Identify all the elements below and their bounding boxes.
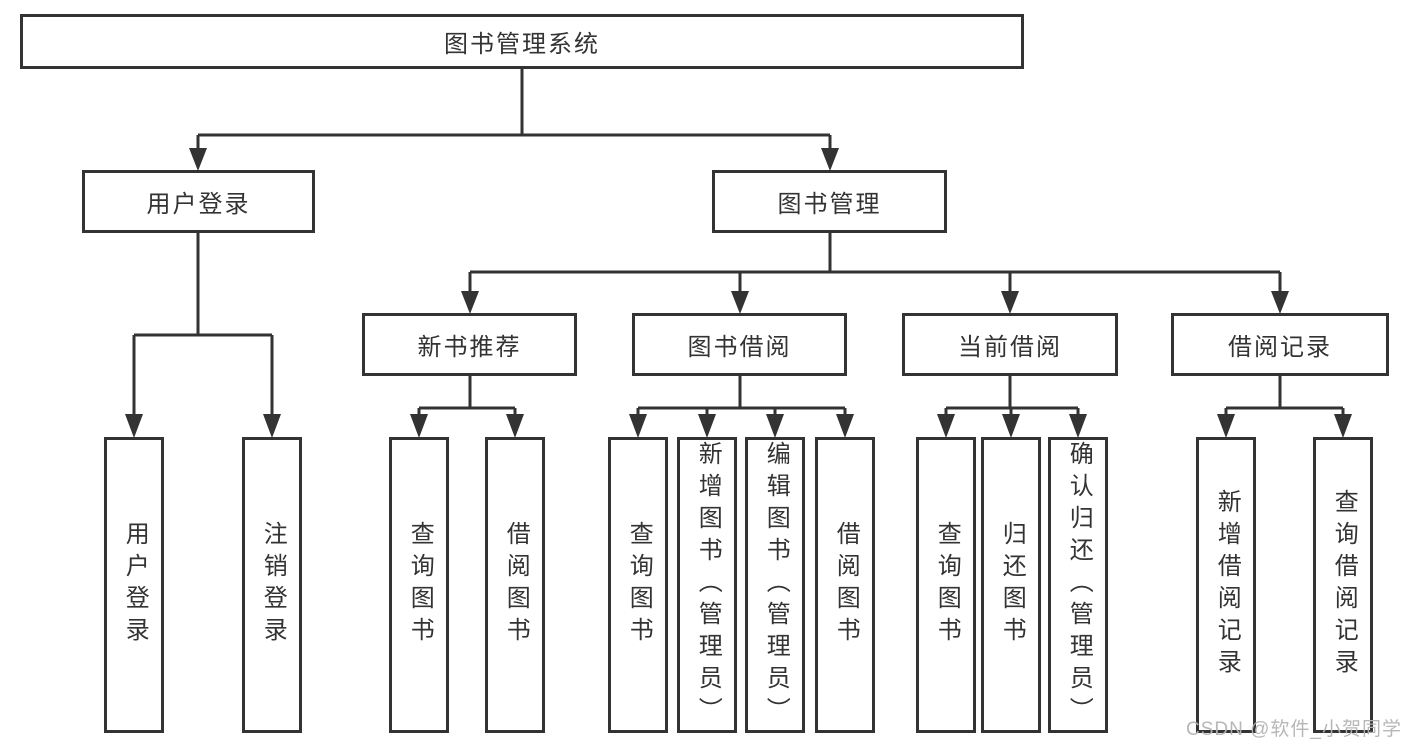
arrowhead-icons bbox=[125, 148, 1352, 438]
leaf-label: 用户登录 bbox=[121, 521, 149, 649]
node-book-management: 图书管理 bbox=[712, 170, 947, 233]
leaf-borrowing-borrow-books: 借阅图书 bbox=[815, 437, 875, 733]
leaf-label: 查询借阅记录 bbox=[1330, 489, 1358, 681]
leaf-label: 新增借阅记录 bbox=[1213, 489, 1241, 681]
node-new-book-recommend: 新书推荐 bbox=[362, 313, 577, 376]
node-user-login-branch: 用户登录 bbox=[82, 170, 315, 233]
leaf-user-login: 用户登录 bbox=[104, 437, 164, 733]
leaf-records-query-borrow-record: 查询借阅记录 bbox=[1313, 437, 1373, 733]
watermark: CSDN @软件_小贺同学 bbox=[1186, 719, 1402, 740]
node-root: 图书管理系统 bbox=[20, 14, 1024, 69]
leaf-current-return-books: 归还图书 bbox=[981, 437, 1041, 733]
leaf-label: 注销登录 bbox=[259, 521, 287, 649]
leaf-borrowing-add-books-admin: 新增图书（管理员） bbox=[677, 437, 737, 733]
leaf-current-confirm-return-admin: 确认归还（管理员） bbox=[1048, 437, 1108, 733]
leaf-logout: 注销登录 bbox=[242, 437, 302, 733]
leaf-label: 查询图书 bbox=[625, 521, 653, 649]
leaf-label: 查询图书 bbox=[933, 521, 961, 649]
leaf-label: 查询图书 bbox=[406, 521, 434, 649]
leaf-label: 编辑图书（管理员） bbox=[762, 441, 790, 729]
leaf-borrowing-query-books: 查询图书 bbox=[608, 437, 668, 733]
leaf-label: 归还图书 bbox=[998, 521, 1026, 649]
node-book-borrowing: 图书借阅 bbox=[632, 313, 847, 376]
node-current-borrowing: 当前借阅 bbox=[902, 313, 1118, 376]
leaf-records-add-borrow-record: 新增借阅记录 bbox=[1196, 437, 1256, 733]
leaf-newbooks-borrow-books: 借阅图书 bbox=[485, 437, 545, 733]
leaf-label: 新增图书（管理员） bbox=[694, 441, 722, 729]
leaf-borrowing-edit-books-admin: 编辑图书（管理员） bbox=[745, 437, 805, 733]
leaf-current-query-books: 查询图书 bbox=[916, 437, 976, 733]
leaf-label: 确认归还（管理员） bbox=[1065, 441, 1093, 729]
leaf-label: 借阅图书 bbox=[832, 521, 860, 649]
leaf-label: 借阅图书 bbox=[502, 521, 530, 649]
leaf-newbooks-query-books: 查询图书 bbox=[389, 437, 449, 733]
node-borrowing-records: 借阅记录 bbox=[1171, 313, 1389, 376]
